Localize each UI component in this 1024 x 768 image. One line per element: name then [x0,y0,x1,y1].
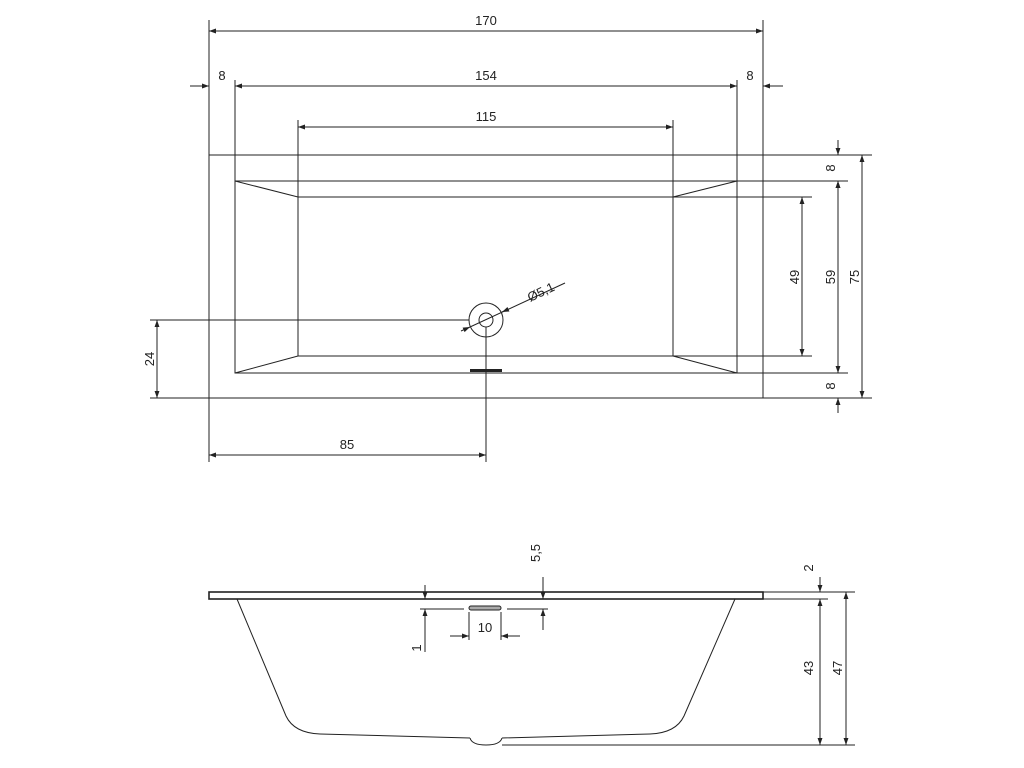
dimension-label: 24 [142,352,157,366]
overflow-slot [468,605,502,611]
side-view: 5,5 10 1 2 43 47 [208,544,855,746]
dimension-drain-diameter: Ø5,1 [460,279,566,333]
dimension-drain-offset-x: 85 [208,327,487,462]
dimension-label: 1 [409,644,424,651]
basin-slope-lines [234,180,738,374]
dimension-widths: 8 59 75 49 8 [673,140,872,413]
dimension-label: 85 [340,437,354,452]
dimension-label-rim-thickness: 2 [801,564,816,571]
dimension-overflow-depth: 5,5 [420,544,548,630]
dimension-heights: 2 43 47 [502,564,855,746]
tub-body-profile [236,598,736,739]
dimension-label: 170 [475,13,497,28]
dimension-overall-length: 170 [208,13,764,155]
dimension-label-rim-bottom: 8 [823,382,838,389]
dimension-label-inner-depth: 43 [801,661,816,675]
dimension-label-inner-width: 59 [823,270,838,284]
dimension-label: 10 [478,620,492,635]
dimension-overflow-width: 10 [450,612,520,640]
drain-bulge [469,737,503,746]
dimension-drain-offset-y: 24 [142,319,469,399]
dimension-label: Ø5,1 [525,279,557,305]
dimension-label-overall-width: 75 [847,270,862,284]
top-view: 170 154 8 8 115 [142,13,872,462]
dimension-overflow-gap: 1 [409,585,428,652]
dimension-floor-length: 115 [297,109,674,197]
dimension-label-rim-right: 8 [746,68,753,83]
dimension-inner-length: 154 8 8 [190,68,783,181]
dimension-label: 154 [475,68,497,83]
dimension-label-rim-top: 8 [823,164,838,171]
tub-rim [208,591,764,600]
dimension-label-rim-left: 8 [218,68,225,83]
dimension-label-overall-height: 47 [830,661,845,675]
dimension-label: 115 [476,109,497,124]
dimension-label-floor-width: 49 [787,270,802,284]
dimension-label: 5,5 [528,544,543,562]
